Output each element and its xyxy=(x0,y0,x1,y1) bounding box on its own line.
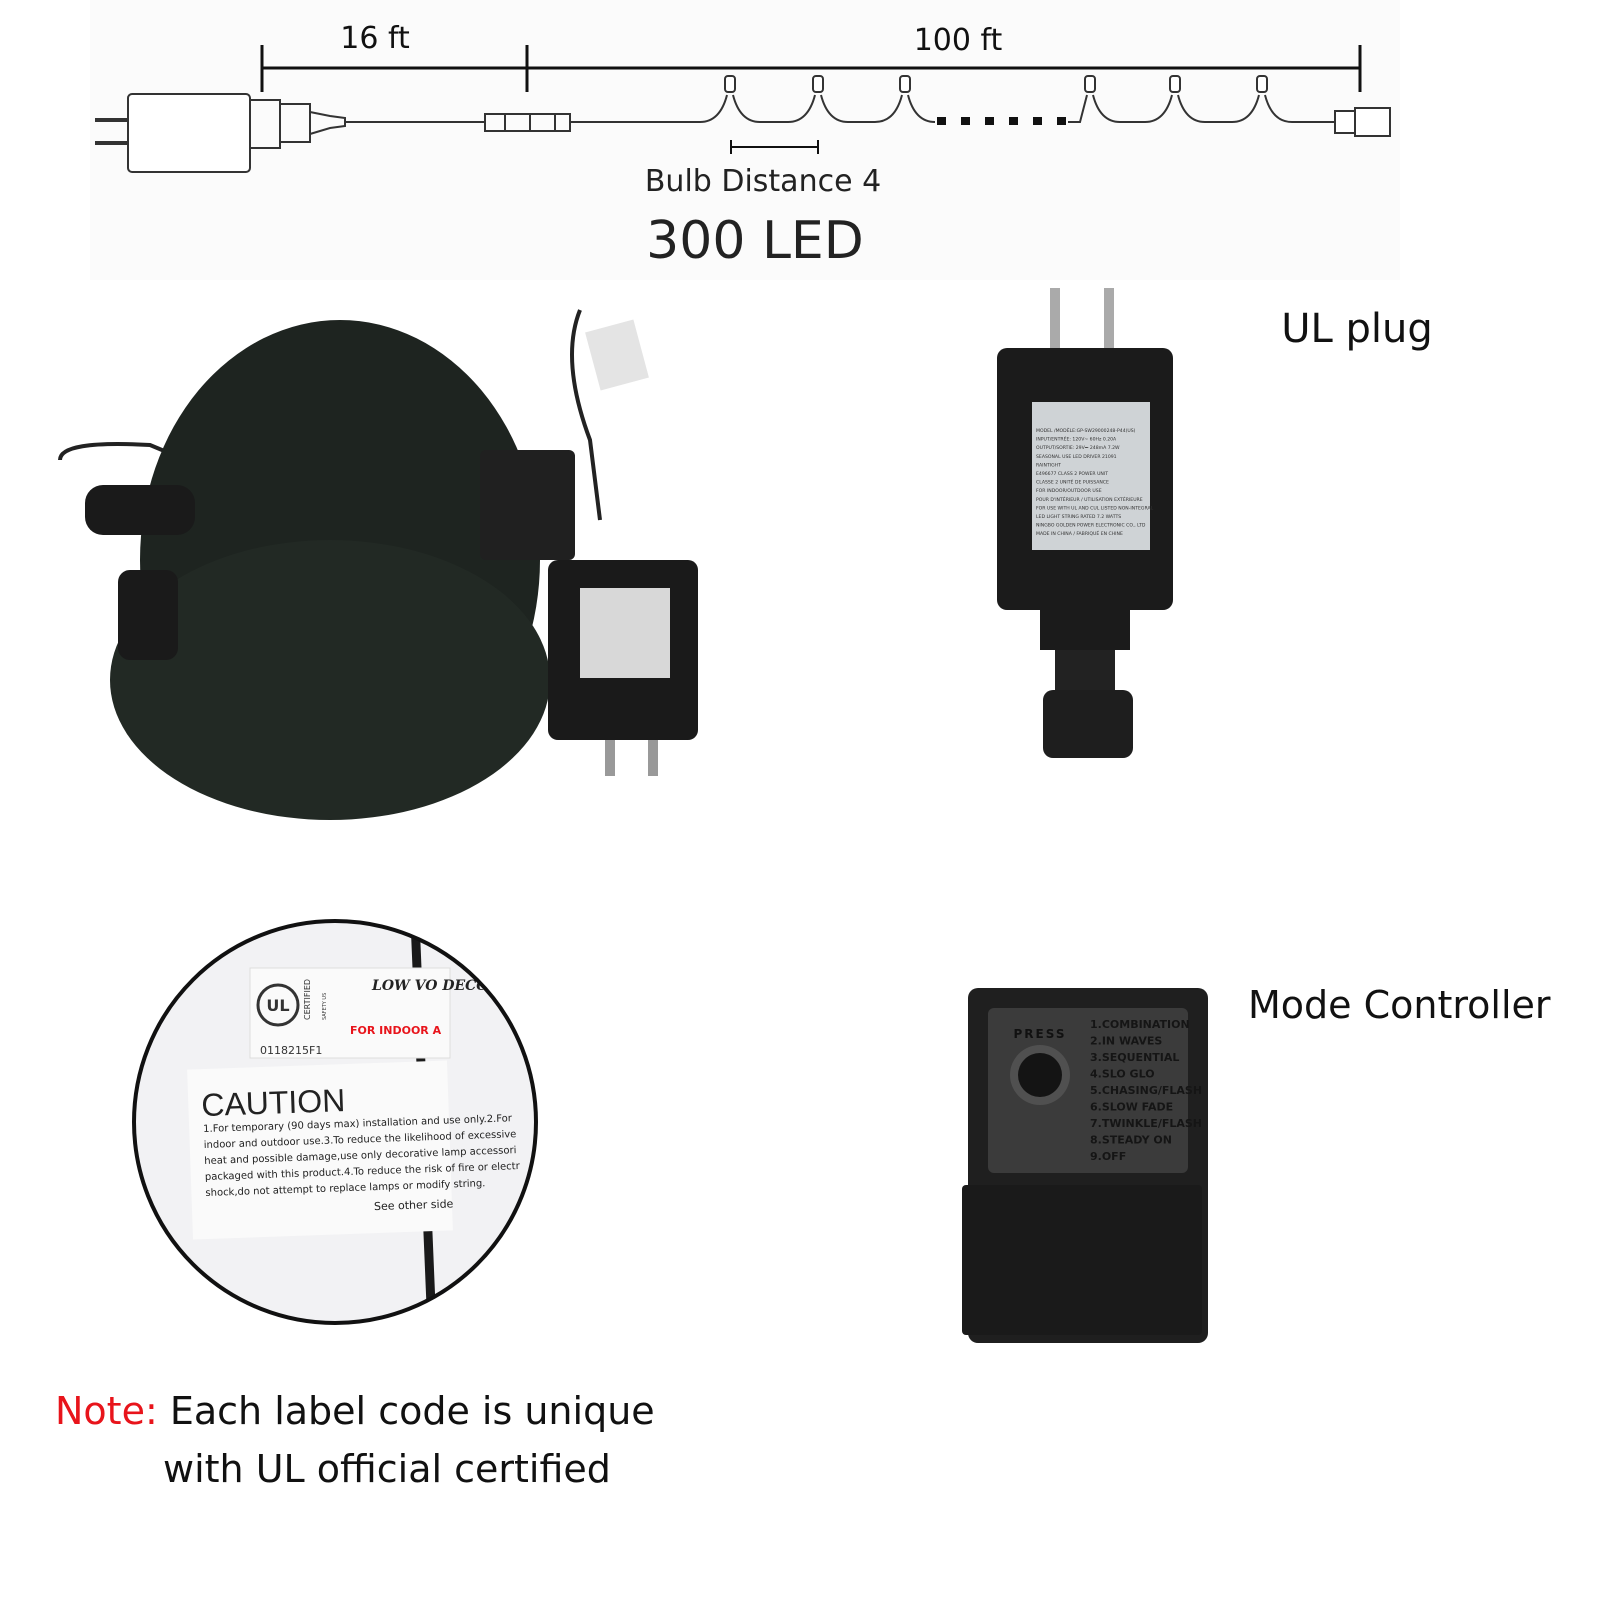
end-connector-icon xyxy=(1334,107,1391,137)
bulb-icon xyxy=(724,75,736,93)
text-line: NINGBO GOLDEN POWER ELECTRONIC CO., LTD xyxy=(1036,523,1146,529)
note-text-1: Each label code is unique xyxy=(169,1389,655,1433)
mode-controller-photo: PRESS xyxy=(962,988,1208,1343)
text-line: LED LIGHT STRING RATED 7.2 WATTS xyxy=(1036,514,1121,520)
text-line: 5.CHASING/FLASH xyxy=(1090,1084,1202,1097)
ul-adapter-photo xyxy=(997,288,1173,758)
text-line: 6.SLOW FADE xyxy=(1090,1101,1173,1114)
svg-text:See other side: See other side xyxy=(374,1197,454,1213)
note-line-1: Note: Each label code is unique xyxy=(55,1382,655,1440)
ul-logo-icon xyxy=(256,983,300,1027)
controller-small-icon xyxy=(480,450,575,560)
led-bundle-photo xyxy=(58,309,698,820)
length-16ft: 16 ft xyxy=(340,21,410,56)
text-line: 1.COMBINATION xyxy=(1090,1018,1190,1031)
ul-plug-caption: UL plug xyxy=(1281,306,1433,352)
diagram-panel xyxy=(90,0,1400,280)
label-closeup-photo: UL CERTIFIED SAFETY US LOW VO DECO STR F… xyxy=(134,921,536,1323)
bulb-icon xyxy=(1084,75,1096,93)
text-line: MODEL /MODÈLE:GP-SW29000248-P44(US) xyxy=(1036,426,1136,434)
text-line: FOR USE WITH UL AND CUL LISTED NON-INTEG… xyxy=(1036,505,1154,511)
adapter-label-text: MODEL /MODÈLE:GP-SW29000248-P44(US)INPUT… xyxy=(1036,426,1154,537)
mode-button[interactable] xyxy=(1018,1053,1062,1097)
note-text-2: with UL official certified xyxy=(163,1447,611,1491)
svg-text:CERTIFIED: CERTIFIED xyxy=(303,979,312,1020)
connector-cap-icon xyxy=(118,570,178,660)
text-line: OUTPUT/SORTIE: 29V⎓ 248mA 7.2W xyxy=(1036,445,1120,451)
bulb-icon xyxy=(1169,75,1181,93)
dimension-line xyxy=(260,45,1362,92)
mode-controller-caption: Mode Controller xyxy=(1248,983,1551,1027)
text-line: CLASSE 2 UNITÉ DE PUISSANCE xyxy=(1036,478,1109,486)
dotted-ellipsis xyxy=(937,117,1066,125)
text-line: 2.IN WAVES xyxy=(1090,1035,1162,1048)
text-line: E496677 CLASS 2 POWER UNIT xyxy=(1036,471,1108,477)
bulb-icon xyxy=(899,75,911,93)
text-line: RAINTIGHT xyxy=(1036,462,1061,468)
text-line: MADE IN CHINA / FABRIQUÉ EN CHINE xyxy=(1036,529,1123,537)
bulb-icon xyxy=(812,75,824,93)
bulb-distance-label: Bulb Distance 4 xyxy=(645,164,881,199)
text-line: 4.SLO GLO xyxy=(1090,1068,1155,1081)
text-line: 9.OFF xyxy=(1090,1150,1126,1163)
svg-text:PRESS: PRESS xyxy=(1014,1027,1067,1041)
closeup-circle xyxy=(132,919,538,1325)
svg-text:FOR INDOOR A: FOR INDOOR A xyxy=(350,1024,442,1037)
length-100ft: 100 ft xyxy=(914,23,1003,58)
svg-text:UL: UL xyxy=(266,996,289,1015)
text-line: 8.STEADY ON xyxy=(1090,1134,1172,1147)
text-line: FOR INDOOR/OUTDOOR USE xyxy=(1036,488,1102,494)
label-code: 0118215F1 xyxy=(260,1044,322,1057)
bulb-distance-bracket xyxy=(730,140,819,154)
note-prefix: Note: xyxy=(55,1389,158,1433)
tag-icon xyxy=(585,319,649,391)
led-count-label: 300 LED xyxy=(646,211,864,271)
svg-text:SAFETY US: SAFETY US xyxy=(322,993,328,1020)
text-line: POUR D'INTÉRIEUR / UTILISATION EXTÉRIEUR… xyxy=(1036,495,1143,503)
text-line: INPUT/ENTRÉE: 120V~ 60Hz 0.20A xyxy=(1036,435,1117,443)
svg-text:LOW VO DECO STR: LOW VO DECO STR xyxy=(371,978,526,994)
bulb-icon xyxy=(1256,75,1268,93)
plug-drawing-icon xyxy=(95,93,571,173)
mode-list: 1.COMBINATION 2.IN WAVES 3.SEQUENTIAL 4.SLO… xyxy=(1090,1018,1202,1163)
text-line: SEASONAL USE LED DRIVER 21091 xyxy=(1036,454,1117,460)
connector-icon xyxy=(85,485,195,535)
text-line: 7.TWINKLE/FLASH xyxy=(1090,1117,1202,1130)
caution-title: CAUTION xyxy=(201,1082,346,1123)
text-line: 3.SEQUENTIAL xyxy=(1090,1051,1179,1064)
light-string-drawing xyxy=(570,75,1335,123)
